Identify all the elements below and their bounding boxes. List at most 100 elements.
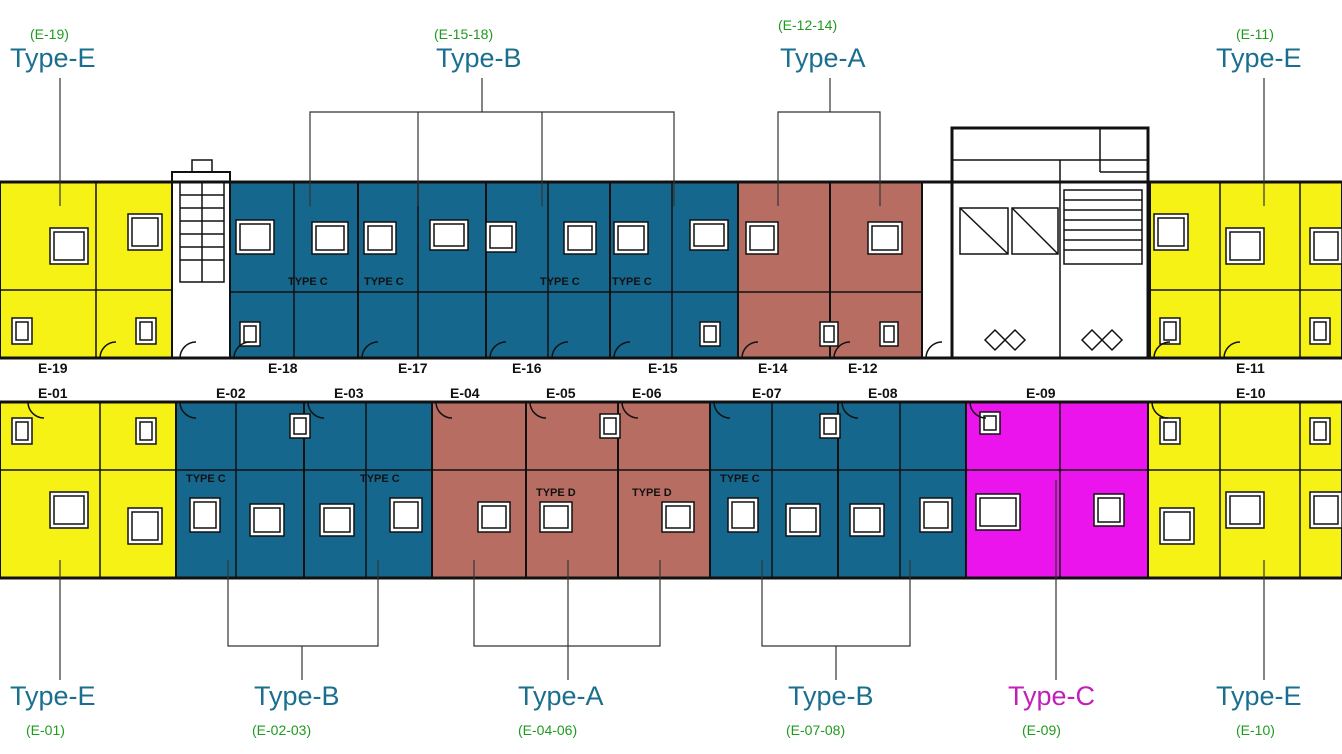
top-unit-labels: E-19 E-18 E-17 E-16 E-15 E-14 E-12 E-11 [38, 360, 1265, 376]
unit-label-e11[interactable]: E-11 [1236, 360, 1265, 376]
furniture-detail [871, 225, 899, 251]
room-tag: TYPE D [536, 487, 576, 499]
furniture-detail [1229, 231, 1261, 261]
furniture-piece [1309, 317, 1331, 345]
door-swing [969, 401, 987, 419]
furniture-detail [1163, 511, 1191, 541]
unit-e07-area[interactable] [709, 401, 839, 579]
callout-type[interactable]: Type-C [1008, 681, 1095, 711]
furniture-piece [727, 497, 759, 533]
furniture-piece [699, 321, 721, 347]
unit-e02-area[interactable] [175, 401, 305, 579]
callout-range: (E-07-08) [786, 722, 845, 738]
callout-type[interactable]: Type-E [1216, 43, 1302, 73]
unit-e03-area[interactable] [303, 401, 433, 579]
door-swing [1151, 401, 1169, 419]
door-swing [713, 401, 731, 419]
furniture [11, 213, 1342, 545]
callout-type[interactable]: Type-E [10, 43, 96, 73]
room-tag: TYPE D [632, 487, 672, 499]
callout-type[interactable]: Type-A [518, 681, 604, 711]
unit-label-e16[interactable]: E-16 [512, 360, 542, 376]
unit-label-e05[interactable]: E-05 [546, 385, 576, 401]
furniture-detail [617, 225, 645, 251]
unit-e12-area[interactable] [829, 181, 923, 359]
furniture-piece [49, 227, 89, 265]
unit-label-e12[interactable]: E-12 [848, 360, 878, 376]
door-swing [27, 401, 45, 419]
callout-type[interactable]: Type-B [436, 43, 522, 73]
unit-label-e01[interactable]: E-01 [38, 385, 68, 401]
furniture-detail [1313, 421, 1327, 441]
furniture-piece [389, 497, 423, 533]
door-swing [361, 341, 379, 359]
unit-label-e08[interactable]: E-08 [868, 385, 898, 401]
unit-e17-area[interactable] [357, 181, 487, 359]
door-swing [307, 401, 325, 419]
furniture-detail [53, 495, 85, 525]
walls [0, 160, 1342, 580]
furniture-detail [489, 225, 513, 249]
furniture-detail [983, 415, 997, 431]
furniture-piece [363, 221, 397, 255]
furniture-detail [1313, 495, 1339, 525]
unit-label-e15[interactable]: E-15 [648, 360, 678, 376]
furniture-detail [139, 421, 153, 441]
furniture-detail [603, 417, 617, 435]
unit-label-e10[interactable]: E-10 [1236, 385, 1266, 401]
furniture-piece [539, 501, 573, 533]
furniture-piece [1225, 227, 1265, 265]
furniture-detail [1163, 421, 1177, 441]
unit-label-e14[interactable]: E-14 [758, 360, 788, 376]
callout-type[interactable]: Type-A [780, 43, 866, 73]
door-swing [489, 341, 507, 359]
callout-type[interactable]: Type-E [10, 681, 96, 711]
furniture-piece [1159, 317, 1181, 345]
unit-label-e19[interactable]: E-19 [38, 360, 68, 376]
furniture-detail [239, 223, 271, 251]
callout-range: (E-09) [1022, 722, 1061, 738]
door-swing [99, 341, 117, 359]
furniture-detail [1313, 321, 1327, 341]
unit-e04-area[interactable] [431, 401, 527, 579]
unit-label-e07[interactable]: E-07 [752, 385, 782, 401]
callout-type[interactable]: Type-B [254, 681, 340, 711]
callout-range: (E-11) [1236, 26, 1274, 42]
top-callouts: (E-19) Type-E (E-15-18) Type-B (E-12-14)… [10, 17, 1302, 206]
furniture-detail [749, 225, 775, 251]
furniture-detail [139, 321, 153, 341]
unit-e08-area[interactable] [837, 401, 967, 579]
callout-range: (E-12-14) [778, 17, 837, 33]
furniture-detail [1097, 497, 1121, 523]
unit-label-e17[interactable]: E-17 [398, 360, 428, 376]
furniture-piece [867, 221, 903, 255]
unit-label-e06[interactable]: E-06 [632, 385, 662, 401]
door-swing [179, 401, 197, 419]
furniture-detail [665, 505, 691, 529]
furniture-piece [1159, 417, 1181, 445]
door-swing [233, 341, 251, 359]
furniture-piece [661, 501, 695, 533]
unit-label-e09[interactable]: E-09 [1026, 385, 1056, 401]
unit-label-e02[interactable]: E-02 [216, 385, 246, 401]
unit-label-e03[interactable]: E-03 [334, 385, 364, 401]
room-tag: TYPE C [720, 473, 760, 485]
furniture-piece [189, 497, 221, 533]
unit-label-e18[interactable]: E-18 [268, 360, 298, 376]
unit-label-e04[interactable]: E-04 [450, 385, 480, 401]
furniture-detail [731, 501, 755, 529]
furniture-piece [319, 503, 355, 537]
callout-range: (E-01) [26, 722, 65, 738]
furniture-piece [485, 221, 517, 253]
furniture-piece [563, 221, 597, 255]
lift-core [950, 126, 1150, 360]
unit-e14-area[interactable] [737, 181, 831, 359]
callout-range: (E-10) [1236, 722, 1275, 738]
furniture-piece [919, 497, 953, 533]
callout-type[interactable]: Type-B [788, 681, 874, 711]
elevator-1 [959, 207, 1009, 255]
callout-type[interactable]: Type-E [1216, 681, 1302, 711]
door-swing [925, 341, 943, 359]
room-tag: TYPE C [540, 276, 580, 288]
